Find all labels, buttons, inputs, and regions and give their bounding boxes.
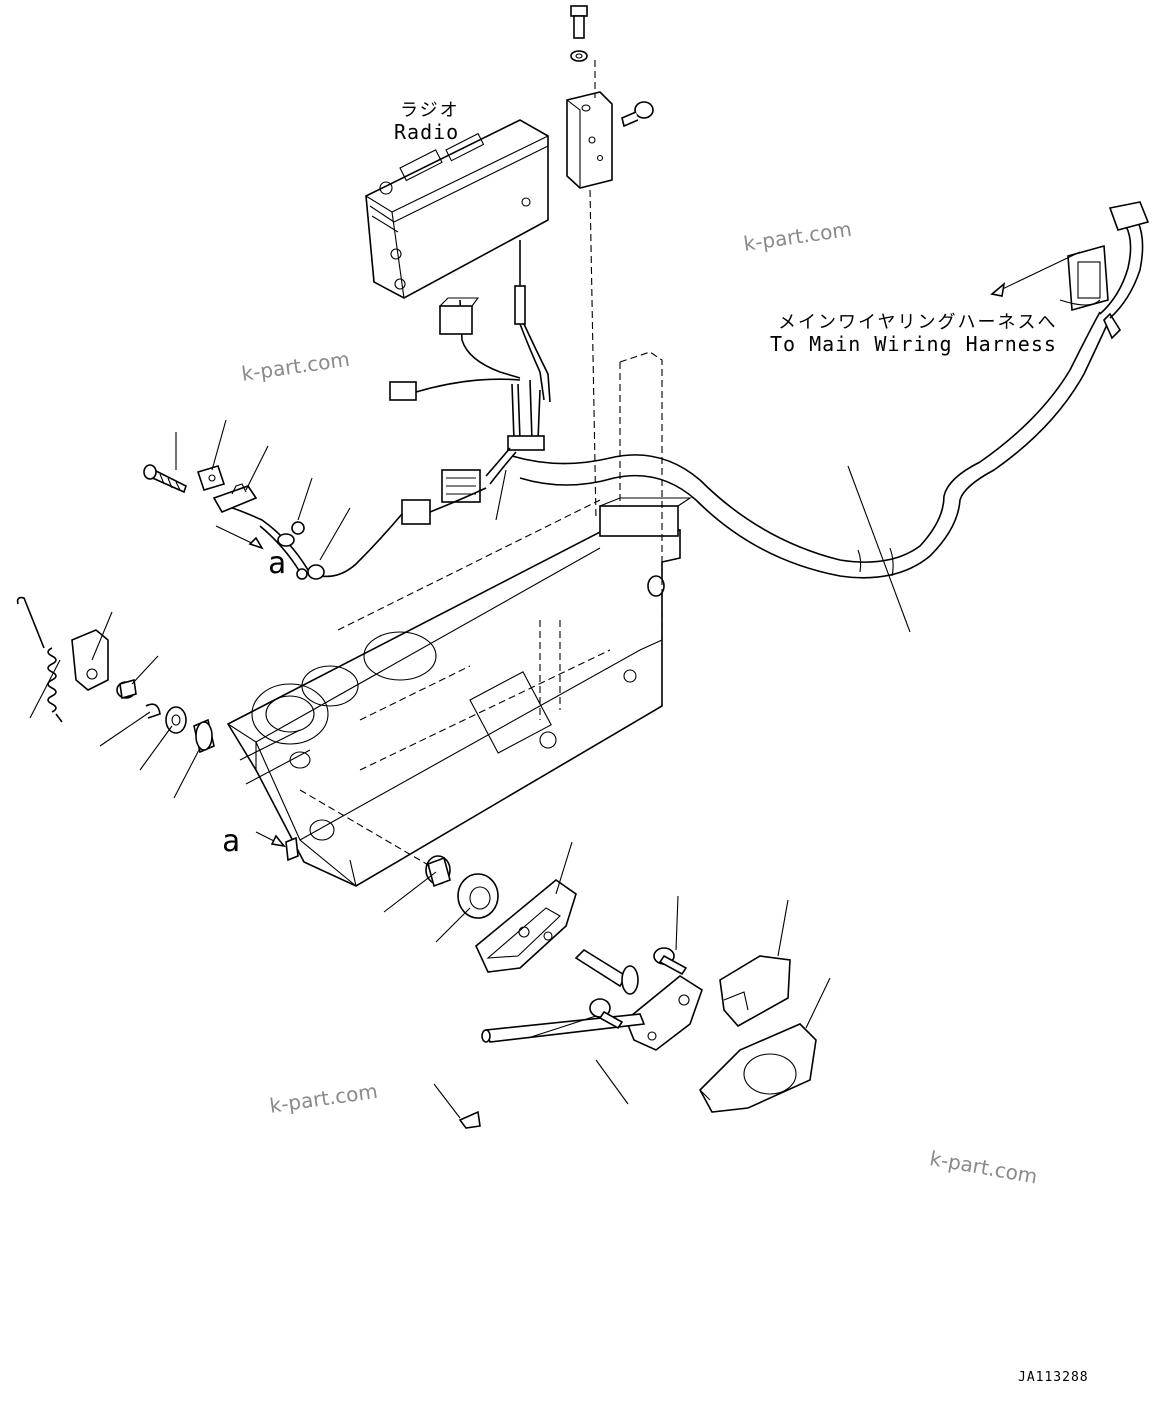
top-bolt [570,5,588,62]
radio-bracket [566,91,613,189]
clip-washer-bushing [145,703,215,754]
harness-label-ja: メインワイヤリングハーネスへ [778,312,1058,333]
knob-covers [699,955,817,1113]
view-marker-a-upper: a [268,546,287,581]
view-marker-a-lower: a [222,824,241,859]
radio-label-en: Radio [394,120,460,144]
radio-unit [365,119,549,299]
lever-bracket [71,629,109,691]
document-number: JA113288 [1018,1370,1089,1385]
bolts-lower [458,947,688,1129]
radio-label-ja: ラジオ [400,100,460,121]
bracket-screw [621,101,654,128]
frame-hidden-lines [337,351,663,771]
cover-plate [475,878,577,973]
radio-harness [225,240,551,578]
console-frame [226,497,692,887]
harness-label-en: To Main Wiring Harness [770,332,1057,356]
leader-lines [29,251,1081,1119]
lower-bushings [425,855,499,919]
main-harness [511,201,1150,579]
small-bolt [116,678,137,700]
spring [16,596,63,723]
switch-assembly [143,464,325,580]
